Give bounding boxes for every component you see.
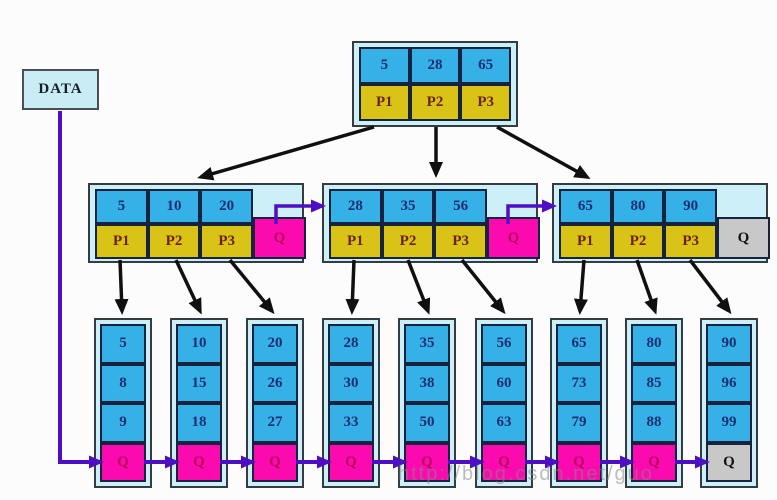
leaf-1-value-0: 5 xyxy=(100,324,146,364)
internal-2-pointer-0: P1 xyxy=(329,224,382,259)
leaf-1-next-pointer: Q xyxy=(100,442,146,482)
internal-3-pointer-1: P2 xyxy=(611,224,665,259)
leaf-9-value-0: 90 xyxy=(706,324,752,364)
root-pointer-0: P1 xyxy=(359,84,410,121)
internal-1-pointer-1: P2 xyxy=(147,224,201,259)
leaf-3-value-1: 26 xyxy=(252,363,298,403)
root-node: 5 28 65 P1 P2 P3 xyxy=(352,41,518,127)
root-key-2: 65 xyxy=(460,47,511,84)
leaf-node-9: 90 96 99 Q xyxy=(700,318,758,488)
leaf-4-next-pointer: Q xyxy=(328,442,374,482)
internal-2-pointer-2: P3 xyxy=(434,224,487,259)
leaf-node-4: 28 30 33 Q xyxy=(322,318,380,488)
leaf-9-value-1: 96 xyxy=(706,363,752,403)
root-table: 5 28 65 P1 P2 P3 xyxy=(359,47,511,121)
arrow-internal-3-p3-to-leaf-9 xyxy=(688,258,732,315)
internal-2-key-0: 28 xyxy=(329,189,382,224)
internal-1-key-2: 20 xyxy=(200,189,253,224)
leaf-3-value-0: 20 xyxy=(252,324,298,364)
leaf-7-next-pointer: Q xyxy=(556,442,602,482)
leaf-6-value-1: 60 xyxy=(481,363,527,403)
leaf-2-value-2: 18 xyxy=(176,403,222,443)
root-key-0: 5 xyxy=(359,47,410,84)
internal-node-3: 65 80 90 P1 P2 P3 Q xyxy=(552,183,770,263)
internal-2-pointer-1: P2 xyxy=(381,224,435,259)
arrow-internal-2-p1-to-leaf-4 xyxy=(345,259,360,315)
internal-3-key-2: 90 xyxy=(664,189,717,224)
watermark-url: http://blog.csdn.net/guo xyxy=(398,463,654,485)
leaf-3-value-2: 27 xyxy=(252,403,298,443)
leaf-2-value-0: 10 xyxy=(176,324,222,364)
internal-1-key-0: 5 xyxy=(95,189,148,224)
root-pointer-1: P2 xyxy=(409,84,461,121)
leaf-4-value-0: 28 xyxy=(328,324,374,364)
internal-3-null-pointer: Q xyxy=(717,217,770,259)
internal-1-pointer-2: P3 xyxy=(200,224,253,259)
leaf-6-value-2: 63 xyxy=(481,403,527,443)
internal-2-key-1: 35 xyxy=(381,189,435,224)
leaf-7-value-1: 73 xyxy=(556,363,602,403)
leaf-node-6: 56 60 63 Q xyxy=(475,318,533,488)
internal-3-pointer-0: P1 xyxy=(559,224,612,259)
internal-1-next-pointer: Q xyxy=(253,217,306,259)
arrow-internal-1-p3-to-leaf-3 xyxy=(228,258,275,315)
arrow-internal-3-p2-to-leaf-8 xyxy=(635,259,658,315)
root-pointer-2: P3 xyxy=(460,84,511,121)
arrow-internal-1-p2-to-leaf-2 xyxy=(174,259,202,315)
internal-3-key-0: 65 xyxy=(559,189,612,224)
leaf-node-3: 20 26 27 Q xyxy=(246,318,304,488)
leaf-3-next-pointer: Q xyxy=(252,442,298,482)
internal-node-3-table: 65 80 90 P1 P2 P3 xyxy=(559,189,717,259)
leaf-4-value-1: 30 xyxy=(328,363,374,403)
arrow-internal-2-p3-to-leaf-6 xyxy=(460,258,506,315)
leaf-9-null-pointer: Q xyxy=(706,442,752,482)
leaf-8-value-2: 88 xyxy=(631,403,677,443)
leaf-7-value-0: 65 xyxy=(556,324,602,364)
internal-3-key-1: 80 xyxy=(611,189,665,224)
internal-2-next-pointer: Q xyxy=(487,217,540,259)
root-key-1: 28 xyxy=(409,47,461,84)
leaf-node-1: 5 8 9 Q xyxy=(94,318,152,488)
leaf-2-value-1: 15 xyxy=(176,363,222,403)
leaf-8-value-1: 85 xyxy=(631,363,677,403)
arrow-internal-3-p1-to-leaf-7 xyxy=(573,259,588,315)
internal-2-key-2: 56 xyxy=(434,189,487,224)
internal-node-2-table: 28 35 56 P1 P2 P3 xyxy=(329,189,487,259)
data-entry-box: DATA xyxy=(22,69,99,110)
internal-3-pointer-2: P3 xyxy=(664,224,717,259)
internal-node-1-table: 5 10 20 P1 P2 P3 xyxy=(95,189,253,259)
leaf-2-next-pointer: Q xyxy=(176,442,222,482)
leaf-5-value-0: 35 xyxy=(404,324,450,364)
leaf-node-2: 10 15 18 Q xyxy=(170,318,228,488)
arrow-root-to-internal-1 xyxy=(197,125,375,181)
arrow-internal-1-p1-to-leaf-1 xyxy=(114,259,129,315)
leaf-6-value-0: 56 xyxy=(481,324,527,364)
leaf-5-value-1: 38 xyxy=(404,363,450,403)
internal-1-pointer-0: P1 xyxy=(95,224,148,259)
arrow-root-to-internal-3 xyxy=(496,125,591,179)
leaf-1-value-2: 9 xyxy=(100,403,146,443)
leaf-node-5: 35 38 50 Q xyxy=(398,318,456,488)
arrow-internal-2-p2-to-leaf-5 xyxy=(406,259,431,315)
leaf-4-value-2: 33 xyxy=(328,403,374,443)
leaf-node-7: 65 73 79 Q xyxy=(550,318,608,488)
internal-node-1: 5 10 20 P1 P2 P3 Q xyxy=(88,183,306,263)
leaf-8-value-0: 80 xyxy=(631,324,677,364)
leaf-7-value-2: 79 xyxy=(556,403,602,443)
internal-node-2: 28 35 56 P1 P2 P3 Q xyxy=(322,183,540,263)
leaf-1-value-1: 8 xyxy=(100,363,146,403)
internal-1-key-1: 10 xyxy=(147,189,201,224)
leaf-9-value-2: 99 xyxy=(706,403,752,443)
leaf-5-value-2: 50 xyxy=(404,403,450,443)
